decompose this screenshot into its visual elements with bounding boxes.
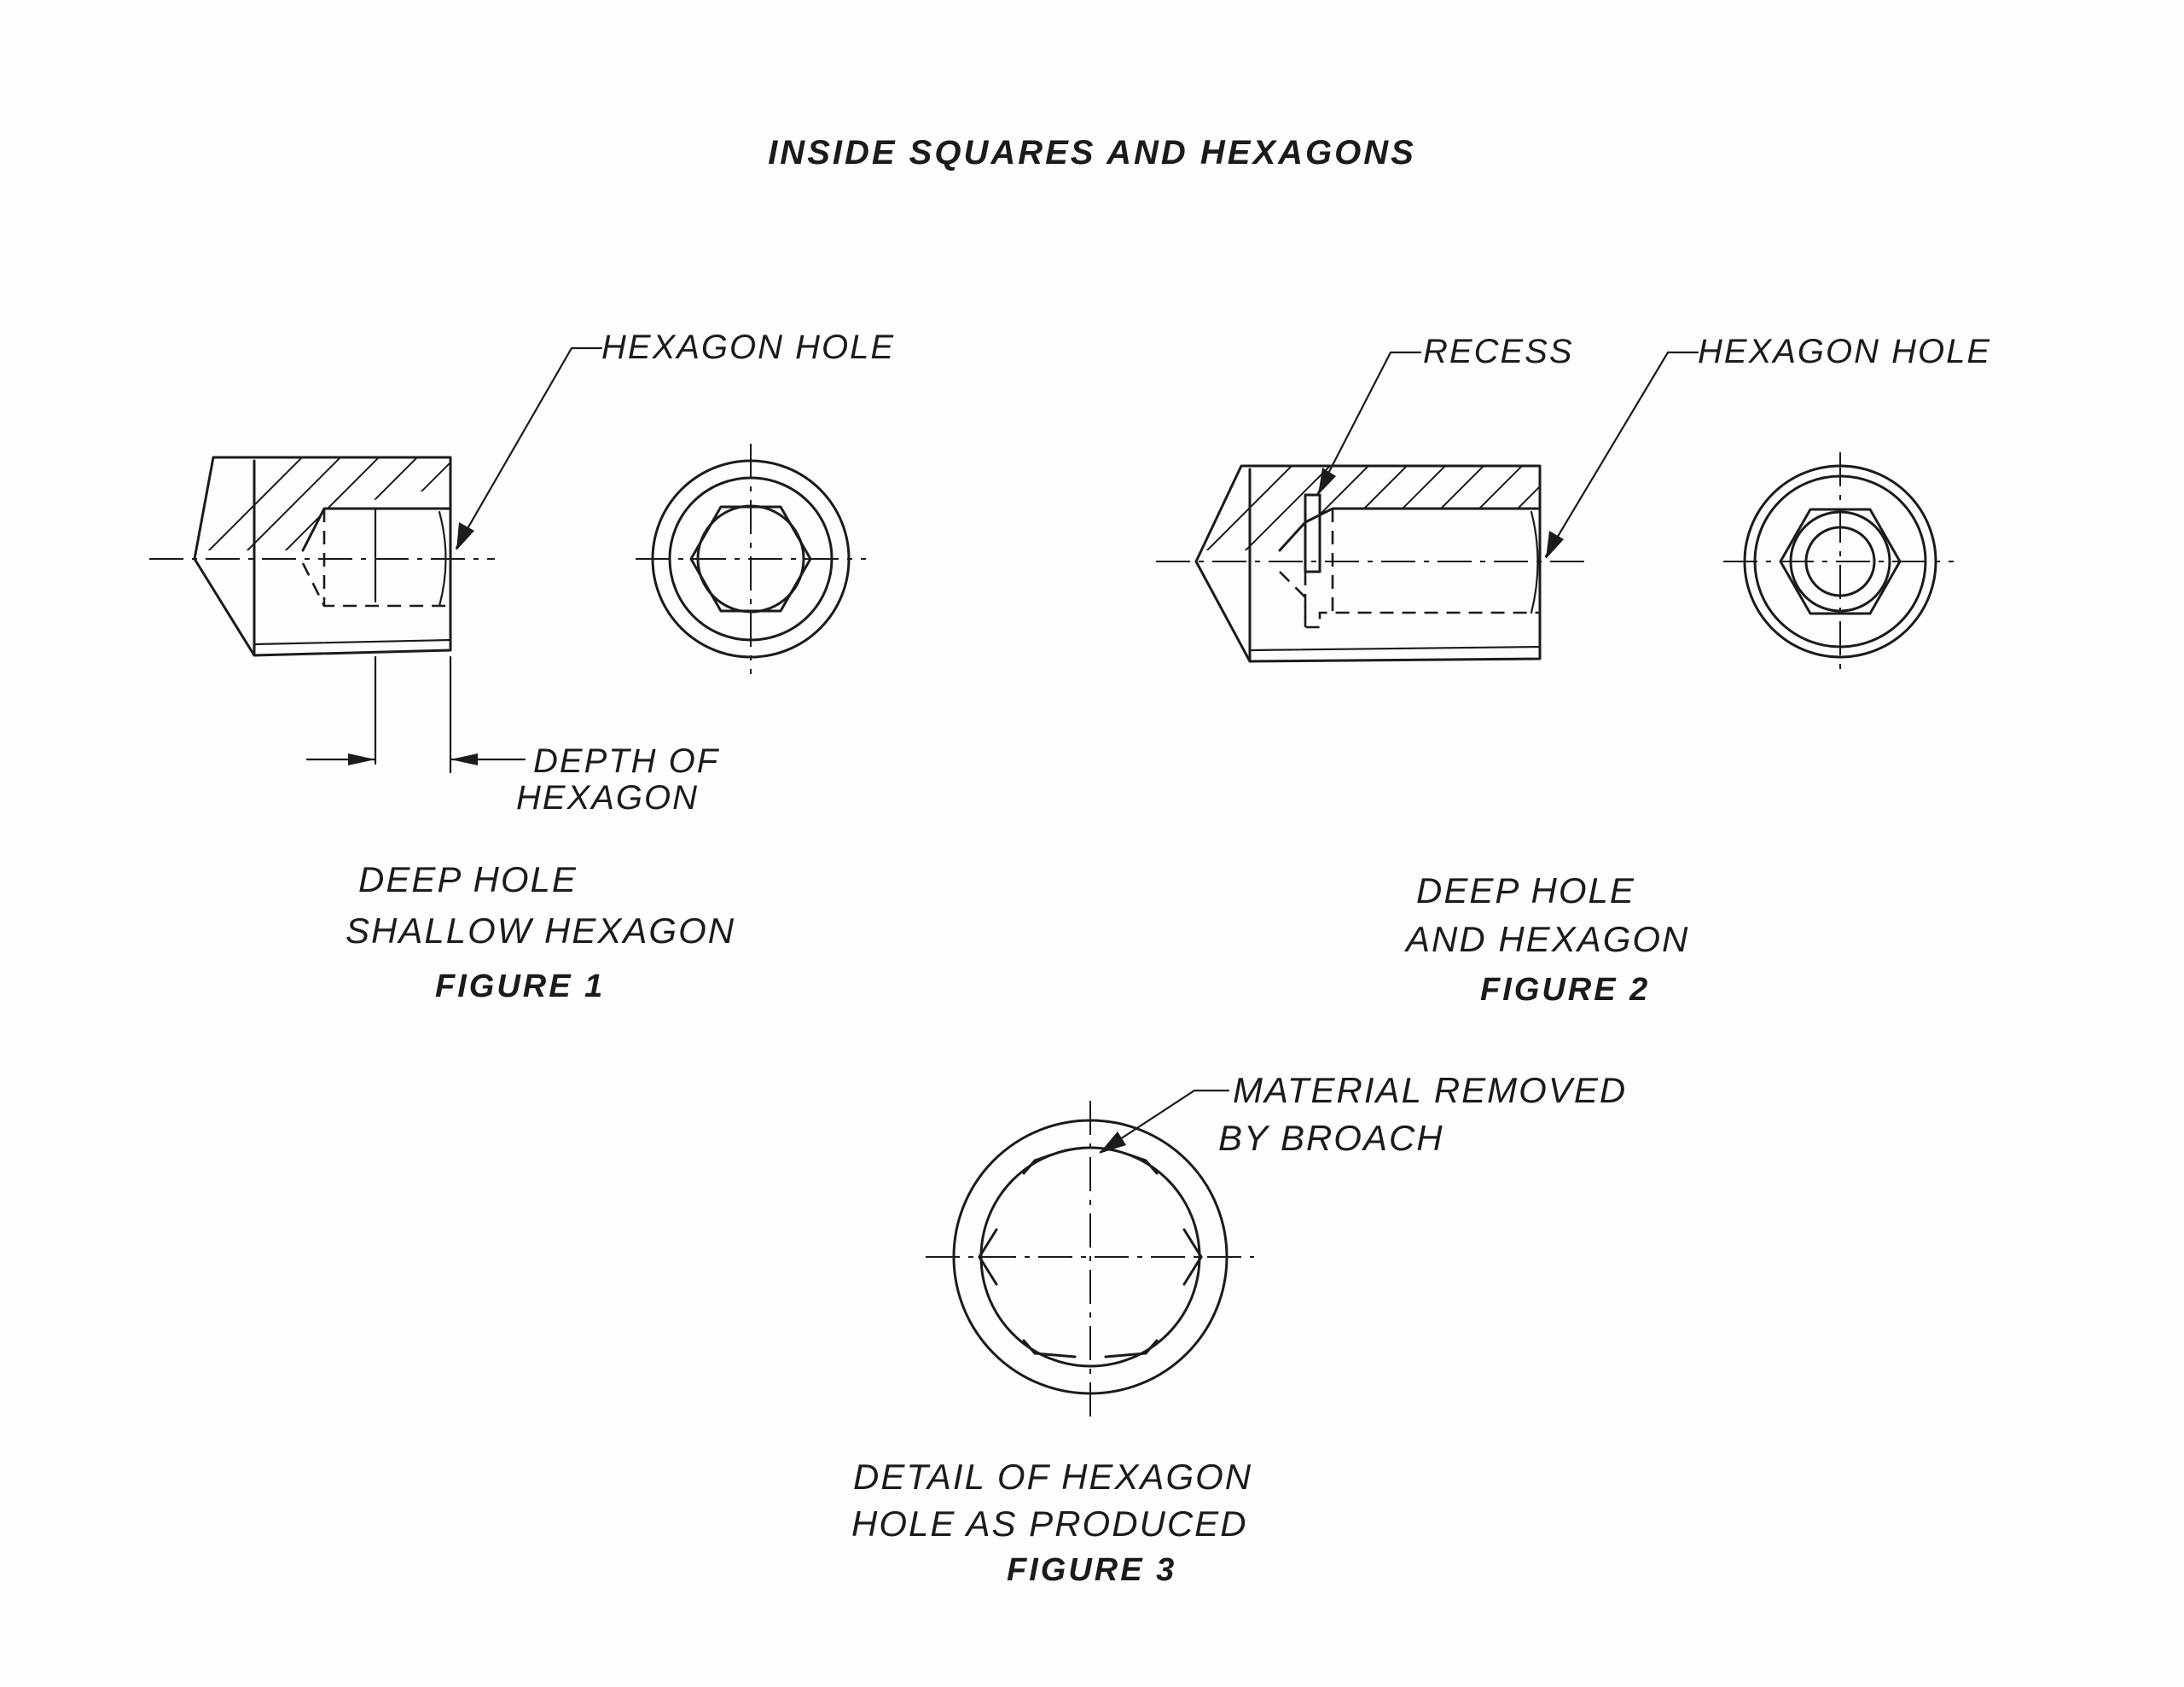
figure-2-caption-line2: AND HEXAGON	[1403, 919, 1689, 959]
figure-3-material-label-line1: MATERIAL REMOVED	[1233, 1070, 1627, 1110]
figure-3-caption-line2: HOLE AS PRODUCED	[851, 1504, 1248, 1544]
figure-1-caption-line3: FIGURE 1	[435, 969, 605, 1004]
figure-1-end-view	[636, 444, 866, 674]
figure-3-detail-view	[926, 1089, 1254, 1421]
figure-2-end-view	[1723, 452, 1954, 674]
figure-2-recess-label: RECESS	[1423, 333, 1574, 370]
figure-2-side-view	[1156, 351, 1699, 663]
figure-3-material-label-line2: BY BROACH	[1218, 1118, 1444, 1158]
figure-1-hatching	[195, 457, 450, 550]
figure-1-depth-label-line2: HEXAGON	[516, 779, 699, 817]
figure-1-caption-line2: SHALLOW HEXAGON	[346, 910, 735, 951]
figure-3-caption-line1: DETAIL OF HEXAGON	[853, 1457, 1252, 1497]
figure-2-caption-line3: FIGURE 2	[1480, 972, 1650, 1008]
figure-3-caption-line3: FIGURE 3	[1007, 1552, 1176, 1588]
figure-1-depth-label-line1: DEPTH OF	[533, 742, 720, 780]
figure-1-caption-line1: DEEP HOLE	[358, 859, 578, 899]
figure-2-hexagon-hole-label: HEXAGON HOLE	[1698, 333, 1991, 370]
drawing-title: INSIDE SQUARES AND HEXAGONS	[768, 134, 1416, 172]
figure-1-hexagon-hole-label: HEXAGON HOLE	[601, 329, 895, 366]
figure-1-side-view	[149, 346, 603, 774]
figure-2-hatching	[1196, 466, 1540, 550]
figure-2-caption-line1: DEEP HOLE	[1416, 870, 1635, 910]
